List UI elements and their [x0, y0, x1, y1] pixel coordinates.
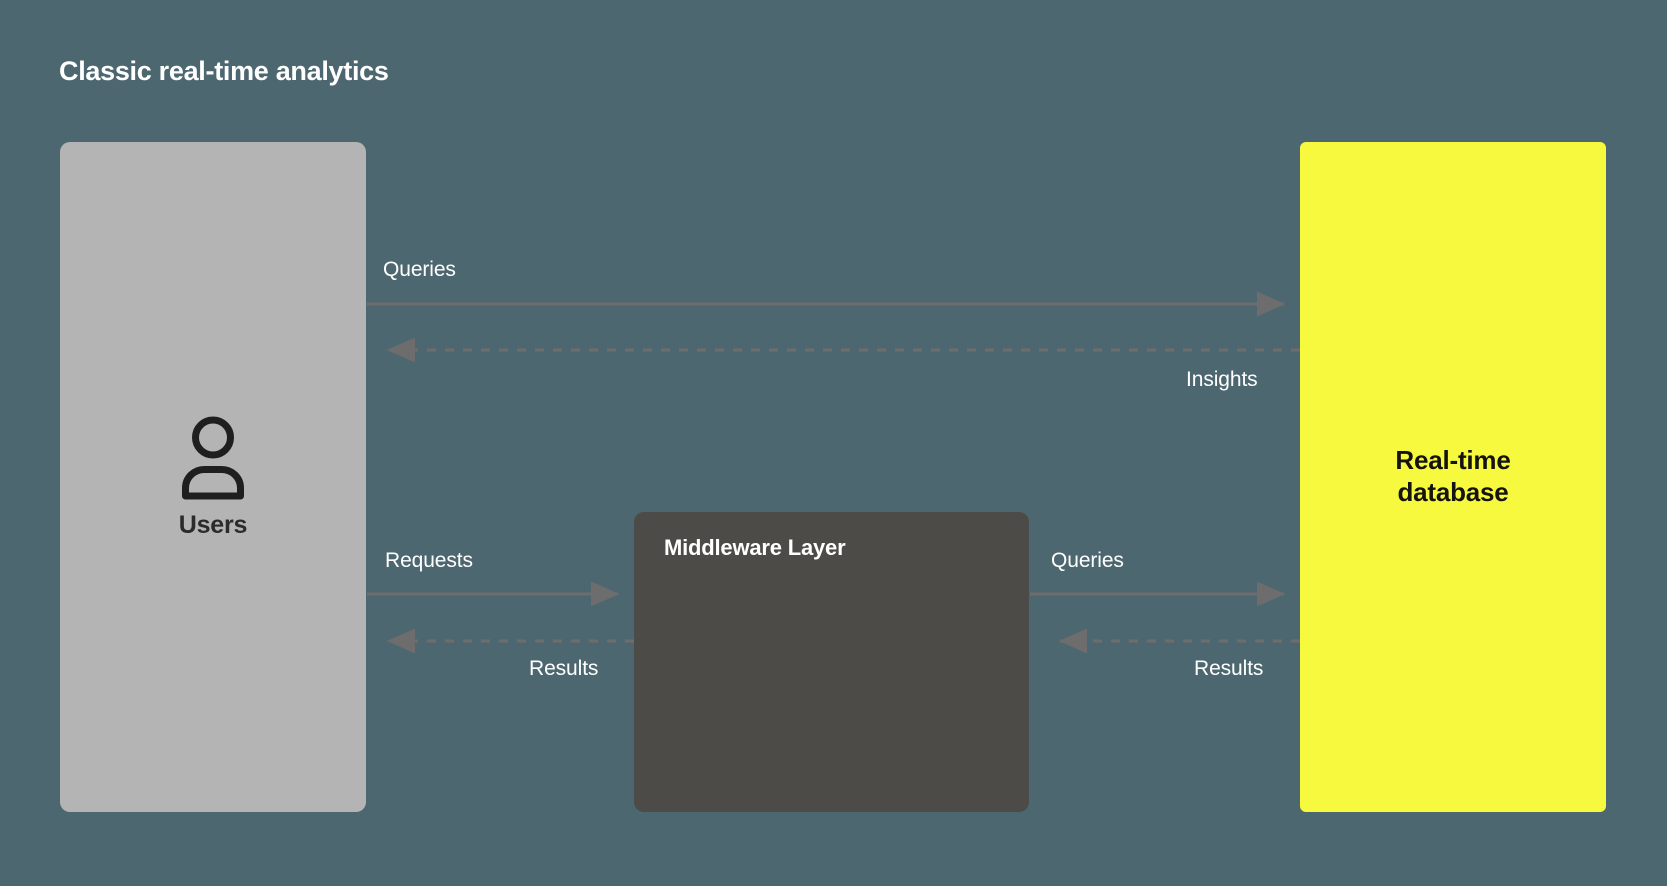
- edge-label-queries-top: Queries: [383, 258, 456, 281]
- node-database-label-line1: Real-time: [1395, 445, 1511, 476]
- node-middleware-label: Middleware Layer: [664, 535, 846, 560]
- edge-label-insights: Insights: [1186, 368, 1258, 391]
- node-users[interactable]: Users: [60, 142, 366, 812]
- user-icon: [182, 416, 244, 499]
- node-middleware[interactable]: Middleware Layer: [634, 512, 1029, 812]
- node-users-content: Users: [60, 142, 366, 812]
- edge-label-results-left: Results: [529, 657, 599, 680]
- edge-label-results-right: Results: [1194, 657, 1264, 680]
- page-title: Classic real-time analytics: [59, 56, 389, 86]
- edge-label-queries-middle: Queries: [1051, 549, 1124, 572]
- node-database-label-line2: database: [1397, 477, 1509, 507]
- edge-label-requests: Requests: [385, 549, 473, 572]
- node-users-label: Users: [178, 510, 248, 539]
